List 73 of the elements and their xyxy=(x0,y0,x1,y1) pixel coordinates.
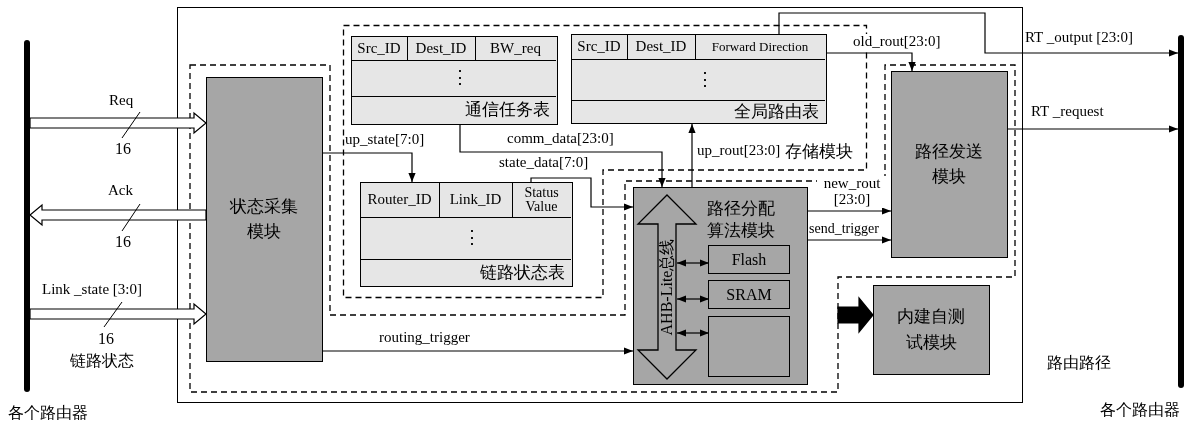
edge-label: RT _request xyxy=(1031,104,1104,119)
arrow xyxy=(322,347,634,355)
frame-title: 路由路径 xyxy=(1047,355,1111,371)
arrow xyxy=(322,152,416,183)
column-header: Router_ID xyxy=(360,182,440,218)
block-label: 路径分配算法模块 xyxy=(705,196,776,243)
edge-label: up_rout[23:0] xyxy=(697,143,781,158)
data-table xyxy=(350,35,558,125)
block-label: 路径发送模块 xyxy=(914,139,984,188)
edge-label: state_data[7:0] xyxy=(499,155,589,170)
column-header: Forward Direction xyxy=(695,34,825,60)
table-title: 全局路由表 xyxy=(571,99,825,122)
arrow xyxy=(688,123,696,188)
column-header: Src_ID xyxy=(571,34,628,60)
bus-caption: 各个路由器 xyxy=(8,405,88,421)
module-block xyxy=(708,245,790,274)
table-title: 通信任务表 xyxy=(351,95,556,123)
thick-arrow xyxy=(837,296,874,334)
module-block xyxy=(205,76,323,362)
bus-label: AHB-Lite总线 xyxy=(659,238,675,336)
module-block xyxy=(632,186,808,385)
edge-label: comm_data[23:0] xyxy=(507,131,614,146)
column-header: Status Value xyxy=(512,182,571,218)
region-title: 存储模块 xyxy=(784,142,853,160)
edge-label: Link _state [3:0] xyxy=(42,282,142,297)
edge-label: RT _output [23:0] xyxy=(1025,30,1133,45)
arrow xyxy=(1007,125,1179,133)
block-label: Flash xyxy=(731,249,767,270)
edge-label: Req xyxy=(109,93,134,108)
column-header: Link_ID xyxy=(439,182,513,218)
arrow xyxy=(807,236,892,244)
arrow xyxy=(826,52,916,72)
edge-label: old_rout[23:0] xyxy=(853,34,941,49)
bus-bar xyxy=(24,40,30,392)
ellipsis-mark: ⋮ xyxy=(695,69,714,88)
bus-width-label: 16 xyxy=(115,234,131,250)
block-label: 状态采集模块 xyxy=(229,194,299,243)
edge-label: routing_trigger xyxy=(379,330,470,345)
data-table xyxy=(570,33,827,124)
bus-width-label: 16 xyxy=(98,331,114,347)
signal-caption: 链路状态 xyxy=(70,353,134,369)
bus-arrow xyxy=(29,302,207,326)
block-label: 内建自测试模块 xyxy=(896,305,966,354)
arrow xyxy=(807,207,892,215)
arrow xyxy=(459,124,666,188)
bus-caption: 各个路由器 xyxy=(1100,402,1180,418)
column-header: BW_req xyxy=(475,36,556,61)
ellipsis-mark: ⋮ xyxy=(463,228,481,246)
bus-bar xyxy=(1178,35,1184,388)
arrow xyxy=(676,329,710,337)
empty-block xyxy=(708,316,790,377)
module-block xyxy=(872,284,990,375)
column-header: Src_ID xyxy=(351,36,408,61)
column-header: Dest_ID xyxy=(407,36,476,61)
edge-label: new_rout [23:0] xyxy=(817,176,887,208)
bus-width-label: 16 xyxy=(115,141,131,157)
table-title: 链路状态表 xyxy=(360,258,571,285)
edge-label: send_trigger xyxy=(809,222,879,236)
module-block xyxy=(890,70,1008,258)
ellipsis-mark: ⋮ xyxy=(451,68,469,86)
arrow xyxy=(530,177,634,211)
bus-arrow xyxy=(29,111,207,135)
bus-arrow xyxy=(29,203,207,227)
data-table xyxy=(359,181,573,287)
arrow xyxy=(778,12,1179,57)
column-header: Dest_ID xyxy=(627,34,696,60)
block-label: SRAM xyxy=(726,284,772,305)
bus-double-arrow xyxy=(638,195,696,379)
module-block xyxy=(708,280,790,309)
edge-label: up_state[7:0] xyxy=(345,132,425,147)
arrow xyxy=(676,295,710,303)
edge-label: Ack xyxy=(108,183,133,198)
arrow xyxy=(676,259,710,267)
